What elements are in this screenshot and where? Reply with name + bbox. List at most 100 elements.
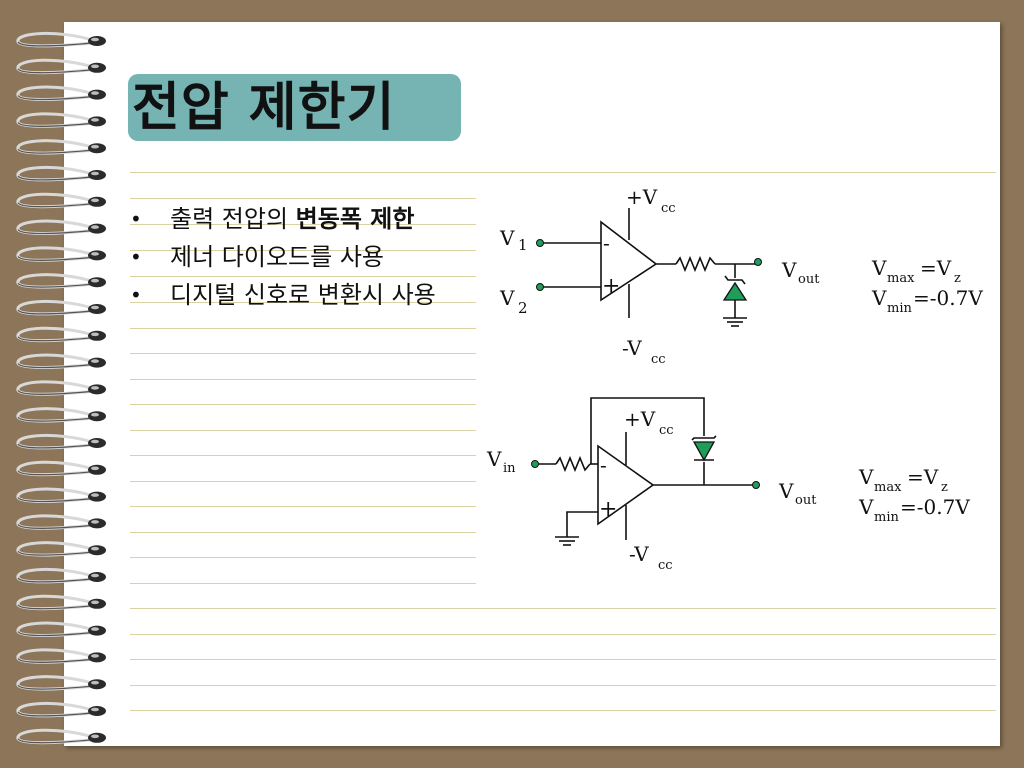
- vcc-plus-label: +V: [624, 407, 656, 431]
- minus-input-sign: -: [600, 453, 607, 477]
- binding-ring: [16, 675, 106, 691]
- rule-line: [130, 710, 996, 711]
- bullet-item: • 제너 다이오드를 사용: [130, 241, 475, 273]
- rule-line: [130, 250, 476, 251]
- resistor-2: [555, 455, 591, 473]
- v2-label: V: [499, 286, 515, 310]
- vmax-eq: =V: [907, 465, 939, 489]
- binding-ring: [16, 621, 106, 637]
- vout-sub: out: [798, 272, 820, 287]
- vmax-sub: max: [874, 480, 902, 495]
- binding-ring: [16, 728, 106, 745]
- vmax-sub: max: [887, 271, 915, 286]
- bullet-text: 디지털 신호로 변환시 사용: [170, 281, 436, 309]
- bullet-text-bold: 변동폭 제한: [295, 205, 415, 233]
- vcc-minus-sub: cc: [658, 558, 673, 573]
- vmin-label: V: [858, 495, 874, 519]
- circuit-2: [535, 397, 756, 546]
- binding-ring: [16, 648, 106, 664]
- binding-ring: [16, 380, 106, 396]
- bullet-dot: •: [130, 245, 142, 269]
- vcc-plus-sub: cc: [659, 423, 674, 438]
- vin-sub: in: [503, 461, 516, 476]
- bullet-list: • 출력 전압의 변동폭 제한 • 제너 다이오드를 사용 • 디지털 신호로 …: [130, 203, 475, 317]
- bullet-dot: •: [130, 283, 142, 307]
- terminals-2: [531, 460, 760, 489]
- vmax-label: V: [871, 256, 887, 280]
- binding-ring: [16, 514, 106, 530]
- vmin-label: V: [871, 286, 887, 310]
- rule-line: [130, 481, 476, 482]
- rule-line: [130, 379, 476, 380]
- bullet-dot: •: [130, 207, 142, 231]
- rule-line: [130, 276, 476, 277]
- binding-ring: [16, 219, 106, 235]
- vcc-minus-label: -V: [622, 336, 642, 360]
- vmax-eq-sub: z: [954, 271, 961, 286]
- plus-input-sign: +: [602, 274, 620, 299]
- binding-ring: [16, 300, 106, 316]
- terminals-1: [536, 239, 762, 291]
- rule-line: [130, 532, 476, 533]
- title-box: 전압 제한기: [128, 74, 461, 141]
- binding-ring: [16, 166, 106, 182]
- spiral-binding: [16, 32, 106, 745]
- binding-ring: [16, 139, 106, 155]
- vout-sub: out: [795, 493, 817, 508]
- binding-ring: [16, 594, 106, 611]
- vmin-sub: min: [874, 510, 899, 525]
- rule-line: [130, 198, 476, 199]
- rule-line: [130, 172, 996, 173]
- notebook-page: [64, 22, 1000, 746]
- v1-sub: 1: [518, 236, 528, 254]
- opamp-1: [600, 220, 658, 302]
- v1-label: V: [499, 226, 515, 250]
- binding-ring: [16, 112, 106, 128]
- vmin-sub: min: [887, 301, 912, 316]
- binding-ring: [16, 192, 106, 209]
- binding-ring: [16, 460, 106, 477]
- binding-ring: [16, 541, 106, 557]
- rule-line: [130, 353, 476, 354]
- vmax-eq-sub: z: [941, 480, 948, 495]
- rule-line: [130, 302, 476, 303]
- vmax-eq: =V: [920, 256, 952, 280]
- vout-label: V: [781, 258, 797, 282]
- opamp-2: [597, 444, 655, 526]
- binding-ring: [16, 407, 106, 423]
- bullet-item: • 출력 전압의 변동폭 제한: [130, 203, 475, 235]
- rule-line: [130, 506, 476, 507]
- vcc-minus-label: -V: [629, 542, 649, 566]
- vout-label: V: [778, 479, 794, 503]
- vmax-label: V: [858, 465, 874, 489]
- rule-line: [130, 634, 996, 635]
- vmin-eq: =-0.7V: [913, 286, 983, 310]
- binding-ring: [16, 326, 106, 343]
- rule-line: [130, 583, 476, 584]
- binding-ring: [16, 487, 106, 503]
- rule-line: [130, 659, 996, 660]
- binding-ring: [16, 568, 106, 584]
- v2-sub: 2: [518, 299, 528, 317]
- rule-line: [130, 685, 996, 686]
- rule-line: [130, 430, 476, 431]
- binding-ring: [16, 58, 106, 75]
- vcc-plus-label: +V: [626, 185, 658, 209]
- bullet-text: 출력 전압의: [170, 205, 296, 233]
- binding-ring: [16, 353, 106, 369]
- binding-ring: [16, 85, 106, 101]
- rule-line: [130, 455, 476, 456]
- binding-ring: [16, 273, 106, 289]
- plus-input-sign: +: [599, 497, 617, 522]
- vcc-minus-sub: cc: [651, 352, 666, 367]
- slide-title: 전압 제한기: [132, 78, 396, 138]
- circuit-1: [540, 208, 758, 327]
- rule-line: [130, 404, 476, 405]
- binding-ring: [16, 246, 106, 262]
- vin-label: V: [486, 447, 502, 471]
- binding-ring: [16, 32, 106, 48]
- zener-diode-2: [691, 435, 717, 462]
- bullet-text: 제너 다이오드를 사용: [170, 243, 384, 271]
- bullet-item: • 디지털 신호로 변환시 사용: [130, 279, 475, 311]
- rule-line: [130, 557, 476, 558]
